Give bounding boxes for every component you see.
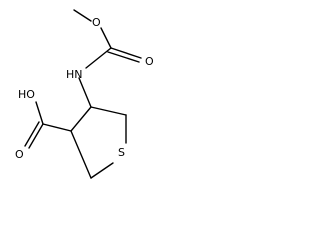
bond-c3-c4 xyxy=(70,106,92,132)
bond-c4-c5 xyxy=(90,106,127,116)
bond-c3-acid-c xyxy=(42,123,72,132)
atom-label-ether-oxygen: O xyxy=(92,16,101,29)
molecule-drawing: O O HN HO O S xyxy=(15,9,154,179)
bond-methyl-o xyxy=(73,9,92,22)
atom-label-ring-sulfur: S xyxy=(118,146,125,159)
atom-label-acid-hydroxyl: HO xyxy=(18,88,35,101)
bond-carbamate-c-o-double-2 xyxy=(107,51,140,63)
chemical-structure-canvas: O O HN HO O S xyxy=(0,0,164,194)
atom-label-acid-carbonyl-oxygen: O xyxy=(15,148,24,161)
bond-acid-c-o-double-1 xyxy=(28,123,44,149)
bond-c2-c3 xyxy=(70,130,92,179)
bond-nh-c4 xyxy=(78,77,92,108)
atom-label-amine: HN xyxy=(66,68,83,81)
bond-acid-c-oh xyxy=(35,101,44,125)
atom-label-carbamate-carbonyl-oxygen: O xyxy=(145,55,154,68)
bond-s-c2 xyxy=(90,162,114,179)
bond-acid-c-o-double-2 xyxy=(24,121,40,147)
bond-o-carbamate-c xyxy=(100,27,112,49)
bond-carbamate-c-o-double-1 xyxy=(110,47,142,59)
bond-carbamate-c-nh xyxy=(85,47,112,69)
